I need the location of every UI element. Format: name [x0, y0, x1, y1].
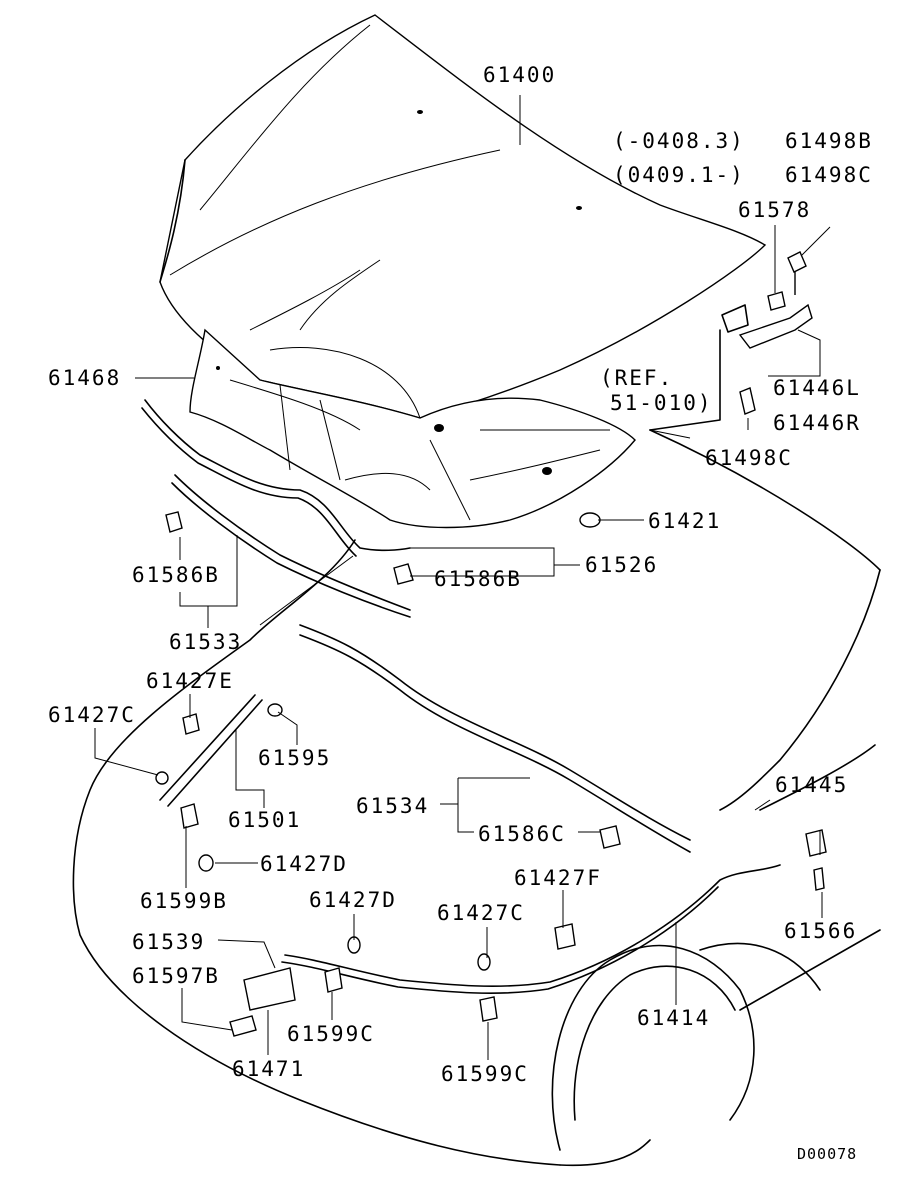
label-61498c-bottom: 61498C — [705, 446, 793, 470]
label-61498b: 61498B — [785, 129, 873, 153]
label-61446r: 61446R — [773, 411, 861, 435]
label-61498c-top: 61498C — [785, 163, 873, 187]
label-61578: 61578 — [738, 198, 812, 222]
label-61539: 61539 — [132, 930, 206, 954]
label-range-early: (-0408.3) — [613, 129, 745, 153]
label-61445: 61445 — [775, 773, 849, 797]
label-61533: 61533 — [169, 630, 243, 654]
label-ref-line1: (REF. — [600, 366, 674, 390]
diagram-code: D00078 — [797, 1145, 858, 1163]
label-61427c-left: 61427C — [48, 703, 136, 727]
label-61595: 61595 — [258, 746, 332, 770]
car-body-outline — [72, 429, 881, 1167]
label-61599b: 61599B — [140, 889, 228, 913]
label-61414: 61414 — [637, 1006, 711, 1030]
label-61501: 61501 — [228, 808, 302, 832]
release-cable — [281, 864, 781, 995]
hood-insulator — [189, 328, 636, 529]
front-seal-strip — [141, 399, 411, 618]
hood-hinge — [649, 251, 813, 431]
hood-support-rod — [159, 694, 283, 807]
label-61421: 61421 — [648, 509, 722, 533]
label-61468: 61468 — [48, 366, 122, 390]
label-61586b-left: 61586B — [132, 563, 220, 587]
label-61586b-right: 61586B — [434, 567, 522, 591]
hood-seal-strip — [299, 624, 691, 853]
label-61427f: 61427F — [514, 866, 602, 890]
label-61597b: 61597B — [132, 964, 220, 988]
label-61586c: 61586C — [478, 822, 566, 846]
label-61427d-mid: 61427D — [309, 888, 397, 912]
label-61427d-left: 61427D — [260, 852, 348, 876]
leader-lines — [94, 95, 831, 1060]
hood-panel — [159, 14, 767, 419]
label-61427e: 61427E — [146, 669, 234, 693]
label-61599c-right: 61599C — [441, 1062, 529, 1086]
label-61427c-mid: 61427C — [437, 901, 525, 925]
label-61471: 61471 — [232, 1057, 306, 1081]
label-61566: 61566 — [784, 919, 858, 943]
label-61526: 61526 — [585, 553, 659, 577]
label-61400: 61400 — [483, 63, 557, 87]
label-range-late: (0409.1-) — [613, 163, 745, 187]
label-61446l: 61446L — [773, 376, 861, 400]
label-61534: 61534 — [356, 794, 430, 818]
label-61599c-left: 61599C — [287, 1022, 375, 1046]
clips-and-fasteners — [155, 511, 827, 1037]
label-ref-line2: 51-010) — [610, 391, 713, 415]
